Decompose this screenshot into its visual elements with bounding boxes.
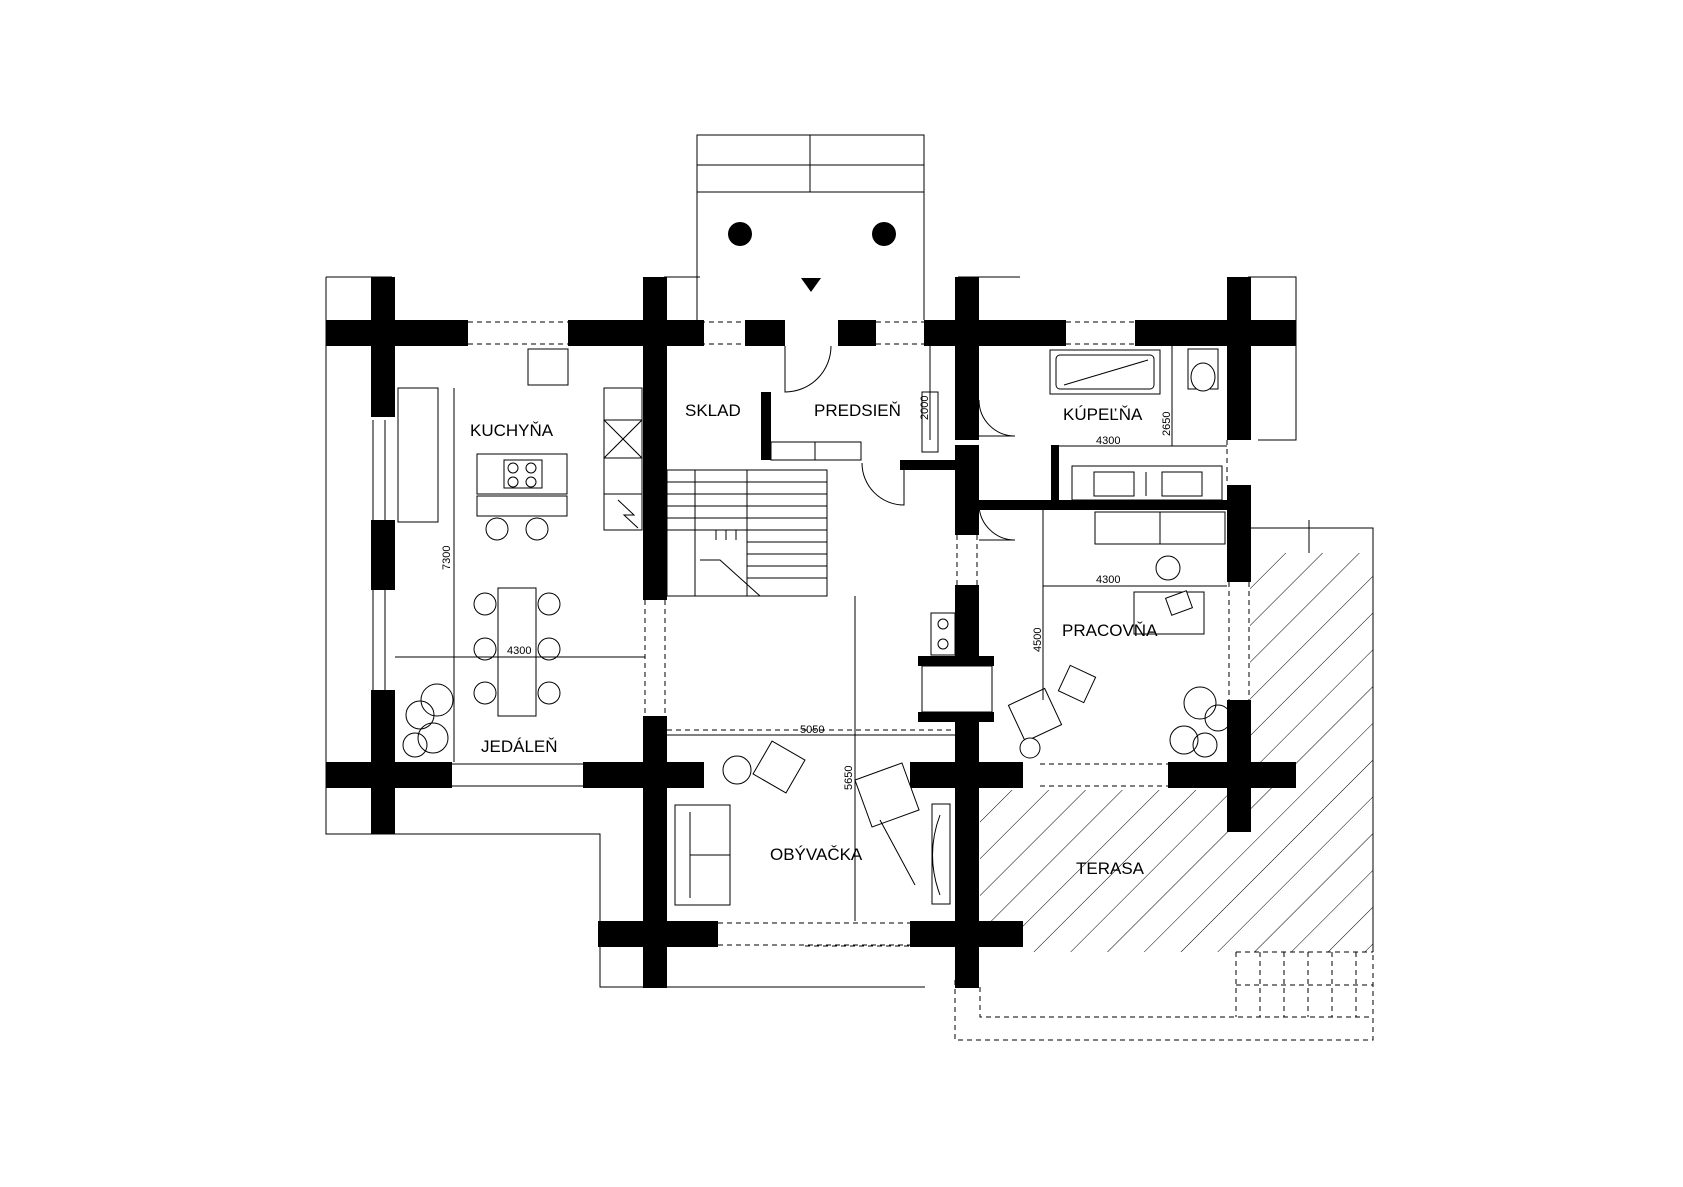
plant-icon xyxy=(1169,686,1232,758)
windows xyxy=(372,321,1250,946)
dimension-labels: 4300 7300 2000 4300 2650 4300 4500 5050 … xyxy=(441,396,1173,790)
dim-kitchen-width: 4300 xyxy=(507,645,531,657)
room-label-dining: JEDÁLEŇ xyxy=(481,737,558,756)
kitchen-furniture xyxy=(397,348,643,758)
dim-bath-width: 4300 xyxy=(1096,435,1120,447)
room-label-kitchen: KUCHYŇA xyxy=(470,421,554,440)
room-label-storage: SKLAD xyxy=(685,401,741,420)
dim-hallway-depth: 2000 xyxy=(919,396,931,420)
bathroom-furniture xyxy=(1049,348,1227,501)
study-furniture xyxy=(1007,508,1232,759)
dim-study-width: 4300 xyxy=(1096,574,1120,586)
walls xyxy=(326,277,1296,988)
room-label-study: PRACOVŇA xyxy=(1062,621,1158,640)
dim-living-depth: 5650 xyxy=(843,766,855,790)
dim-bath-depth: 2650 xyxy=(1161,412,1173,436)
dimension-lines xyxy=(395,346,1227,921)
terrace-hatch xyxy=(980,553,1373,952)
dim-study-depth: 4500 xyxy=(1032,628,1044,652)
doors xyxy=(784,345,1016,541)
room-label-terrace: TERASA xyxy=(1076,859,1145,878)
dim-kitchen-depth: 7300 xyxy=(441,546,453,570)
room-labels: KUCHYŇA SKLAD PREDSIEŇ KÚPEĽŇA PRACOVŇA … xyxy=(470,401,1158,878)
living-furniture xyxy=(674,612,993,906)
entrance-features xyxy=(728,222,896,292)
plant-icon xyxy=(402,683,454,758)
staircase xyxy=(666,469,828,597)
room-label-living: OBÝVAČKA xyxy=(770,845,863,864)
room-label-hallway: PREDSIEŇ xyxy=(814,401,901,420)
dim-living-width: 5050 xyxy=(800,724,824,736)
room-label-bathroom: KÚPEĽŇA xyxy=(1063,405,1143,424)
